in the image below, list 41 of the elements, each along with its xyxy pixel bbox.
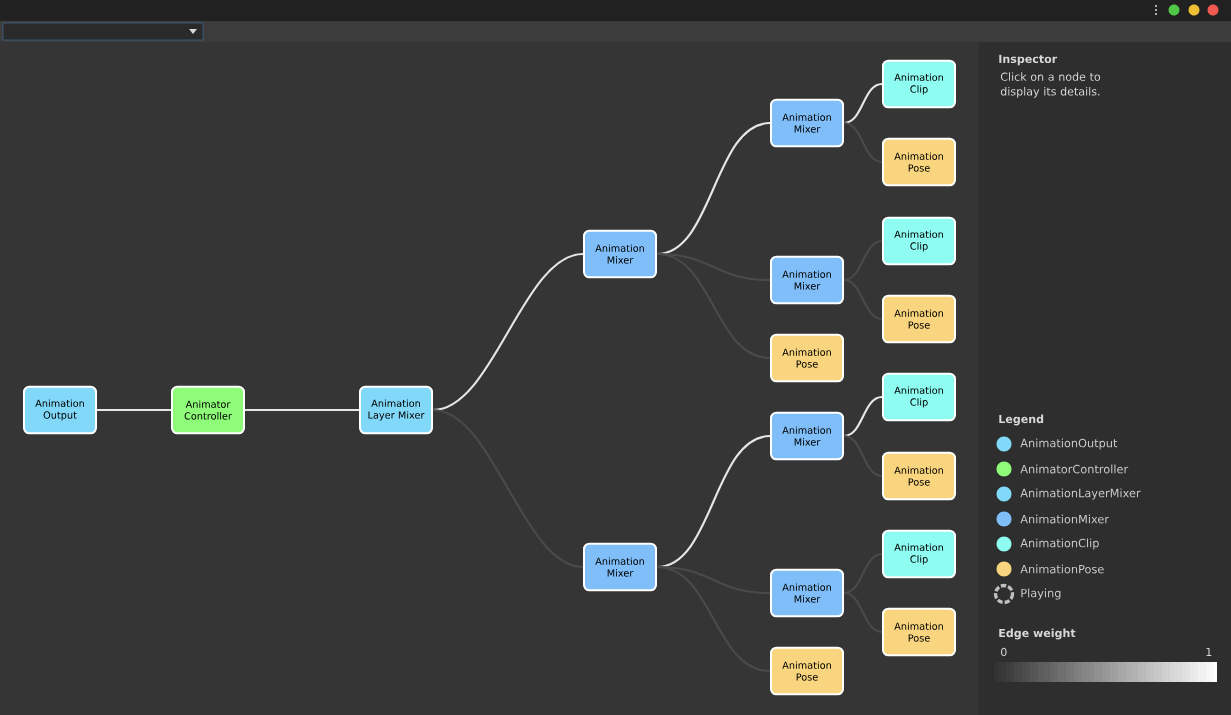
legend-label: AnimationMixer: [1020, 514, 1109, 524]
node-box: Animation Mixer: [583, 229, 657, 279]
help-text: Click on a node to display its details.: [1000, 72, 1101, 98]
node-box: Animation Clip: [882, 216, 956, 266]
node-box: Animation Mixer: [770, 568, 844, 618]
scale-label: 1: [1206, 647, 1212, 657]
node-box: Animation Mixer: [583, 542, 657, 592]
connector: [245, 408, 359, 412]
node-box: Animation Clip: [882, 372, 956, 422]
connector: [843, 121, 883, 164]
node-box: Animation Mixer: [770, 255, 844, 305]
connector: [843, 434, 883, 478]
panel-heading: Legend: [999, 414, 1044, 426]
node-box: Animation Pose: [882, 294, 956, 344]
node-box: Animation Layer Mixer: [359, 385, 433, 435]
node-box: Animation Pose: [770, 646, 844, 696]
node-box: Animator Controller: [171, 385, 245, 435]
node-box: Animation Clip: [882, 529, 956, 579]
panel-heading: Inspector: [999, 54, 1058, 66]
node-box: Animation Mixer: [770, 411, 844, 461]
legend-label: AnimationPose: [1020, 564, 1104, 574]
connector: [656, 565, 771, 673]
connector: [97, 408, 171, 412]
node-box: Animation Pose: [882, 137, 956, 187]
legend-label: AnimationClip: [1020, 538, 1099, 550]
connector: [843, 591, 883, 634]
scale-label: 0: [1001, 647, 1007, 657]
node-box: Animation Output: [23, 385, 97, 435]
connector: [843, 278, 883, 321]
legend-label: AnimationLayerMixer: [1020, 488, 1141, 500]
connector: [656, 252, 771, 360]
connector: [432, 408, 584, 569]
legend-label: AnimationOutput: [1020, 438, 1118, 450]
node-box: Animation Mixer: [770, 98, 844, 148]
node-box: Animation Clip: [882, 59, 956, 109]
node-box: Animation Pose: [770, 333, 844, 383]
legend-label: AnimatorController: [1020, 464, 1129, 474]
node-box: Animation Pose: [882, 451, 956, 501]
panel-heading: Edge weight: [999, 628, 1076, 640]
legend-label: Playing: [1021, 588, 1061, 600]
node-box: Animation Pose: [882, 607, 956, 657]
